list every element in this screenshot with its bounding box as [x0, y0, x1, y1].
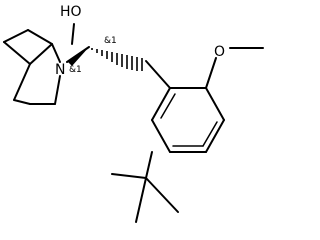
bond-c2-oh	[71, 23, 75, 45]
bond-cage-bottom-left	[13, 99, 31, 105]
bond-cage-top-left	[3, 29, 29, 43]
nitrogen-label: N	[55, 62, 65, 78]
bond-cage-bridgehead-right	[29, 43, 53, 65]
hydroxyl-label: HO	[60, 4, 82, 20]
bond-n-bottom	[54, 75, 61, 105]
molecule-structure: HO N &1 &1 O	[3, 4, 264, 223]
bond-aryl-o	[205, 57, 217, 89]
stereo-label-c2: &1	[69, 65, 82, 75]
tert-butyl-group	[111, 151, 179, 223]
bond-cage-bridgehead-down	[13, 63, 31, 101]
bond-cage-left	[3, 41, 31, 65]
quinuclidine-cage	[3, 29, 90, 105]
solid-wedge-bond	[68, 47, 89, 66]
hashed-wedge-bond	[91, 48, 143, 71]
bond-ch2-aryl	[145, 60, 171, 89]
methoxy-oxygen-label: O	[214, 44, 225, 60]
bond-c2-n	[66, 46, 90, 63]
bond-cage-top	[27, 29, 53, 45]
benzene-ring	[151, 87, 225, 153]
stereo-label-c3: &1	[104, 36, 117, 46]
bond-c-n	[51, 43, 61, 63]
